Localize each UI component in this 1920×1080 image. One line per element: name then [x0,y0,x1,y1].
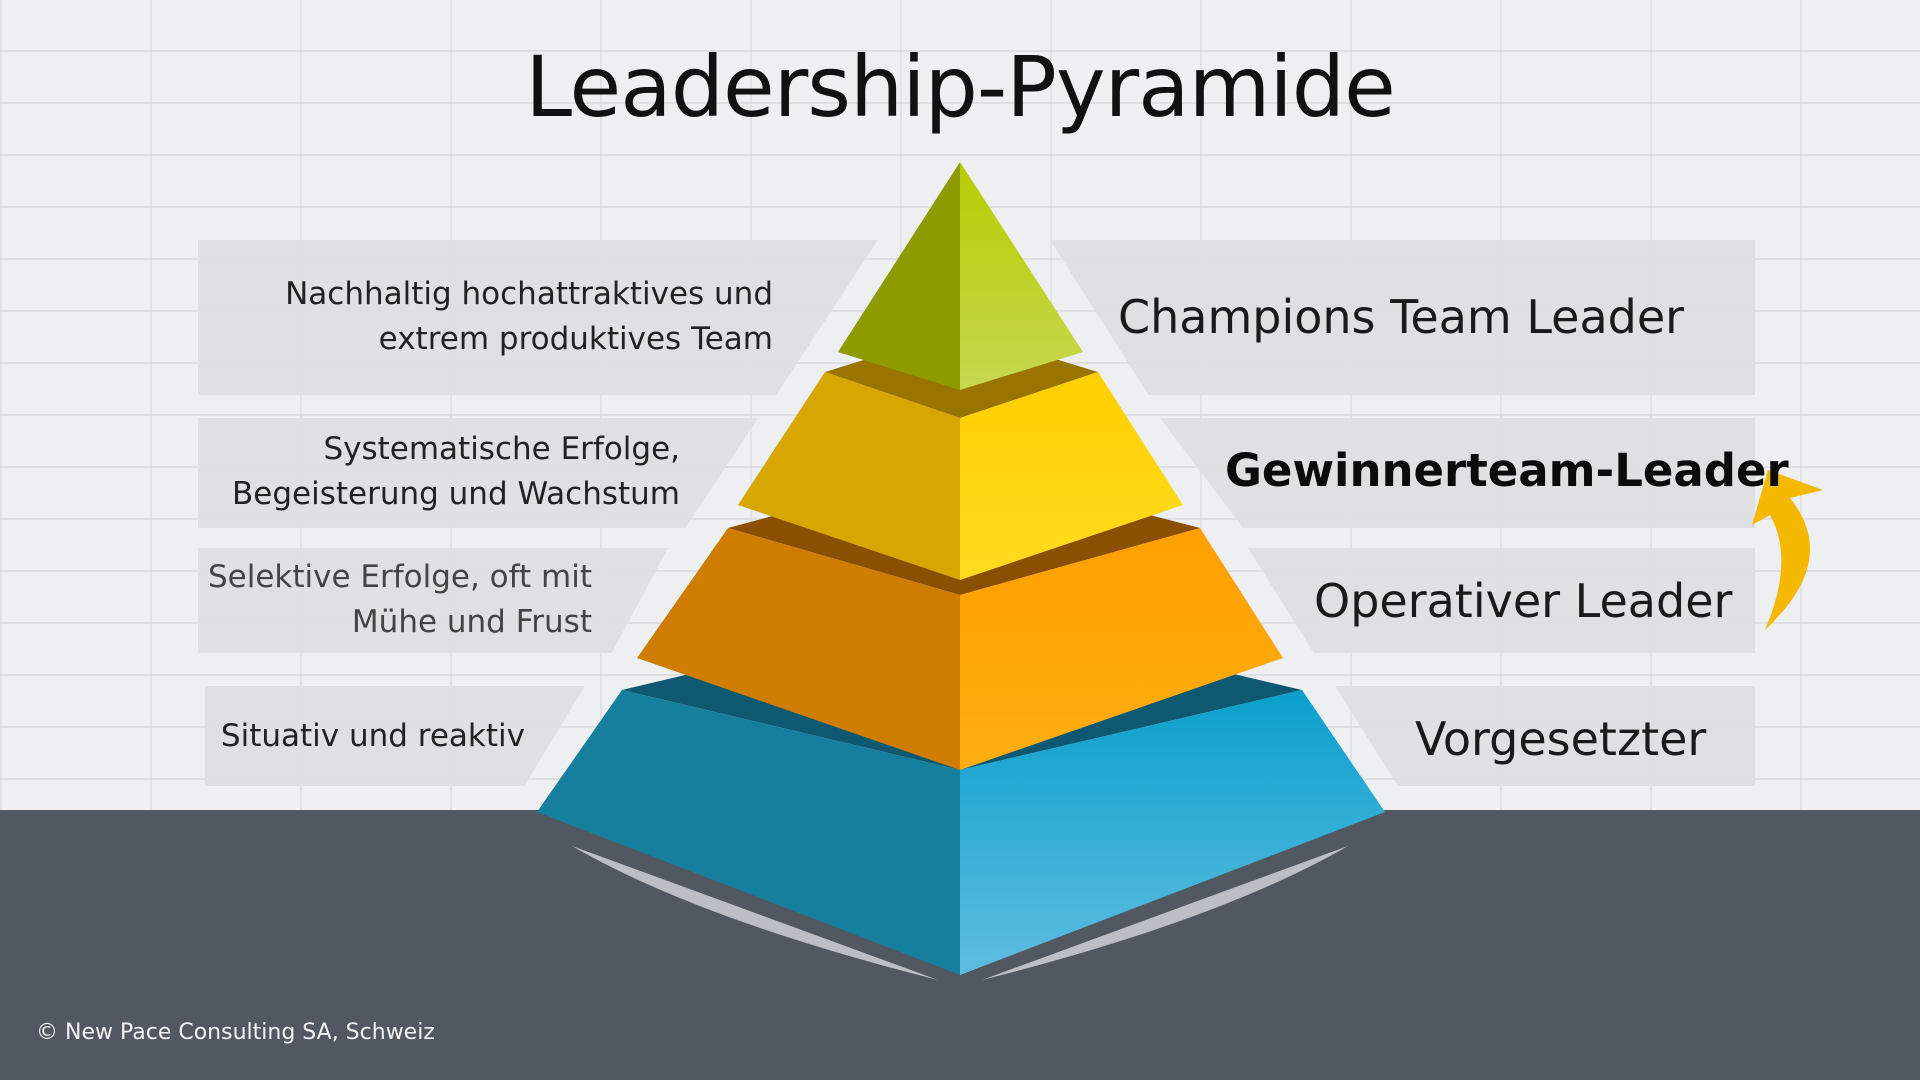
level-3-right-face [960,528,1283,770]
level-3-description-line-2: Mühe und Frust [351,604,592,640]
level-1-description: Nachhaltig hochattraktives und extrem pr… [273,272,773,362]
level-1-description-line-1: Nachhaltig hochattraktives und [285,276,773,312]
up-arrow-icon [1752,470,1823,630]
level-4-description: Situativ und reaktiv [220,714,525,759]
level-2-description-line-1: Systematische Erfolge, [323,431,680,467]
level-2-left-face [738,372,960,580]
floor-reflection-right [982,846,1348,980]
level-3-description: Selektive Erfolge, oft mit Mühe und Frus… [200,555,592,645]
level-3-description-line-1: Selektive Erfolge, oft mit [207,559,592,595]
level-4-description-line-1: Situativ und reaktiv [220,718,525,754]
role-panel-2 [1160,418,1755,528]
level-2-role: Gewinnerteam-Leader [1225,444,1789,497]
level-4-right-face [960,690,1385,975]
level-2-description: Systematische Erfolge, Begeisterung und … [200,427,680,517]
level-3-left-face [637,528,960,770]
copyright-notice: © New Pace Consulting SA, Schweiz [36,1020,435,1045]
level-2-right-face [960,372,1183,580]
level-3-role: Operativer Leader [1314,574,1733,628]
desc-panel-2 [198,418,758,528]
role-panel-3 [1248,548,1755,653]
level-4-role: Vorgesetzter [1415,712,1707,766]
level-2-description-line-2: Begeisterung und Wachstum [232,476,680,512]
role-panel-4 [1335,686,1755,786]
page-title: Leadership-Pyramide [525,38,1396,136]
level-1-role: Champions Team Leader [1118,290,1685,344]
floor-reflection-left [572,846,938,980]
desc-panel-3 [198,548,668,653]
desc-panel-4 [205,686,585,786]
level-1-right-face [960,162,1083,390]
level-1-description-line-2: extrem produktives Team [378,321,773,357]
level-4-left-face [537,690,960,975]
role-panel-1 [1050,240,1755,395]
desc-panel-1 [198,240,878,395]
level-1-left-face [838,162,960,390]
